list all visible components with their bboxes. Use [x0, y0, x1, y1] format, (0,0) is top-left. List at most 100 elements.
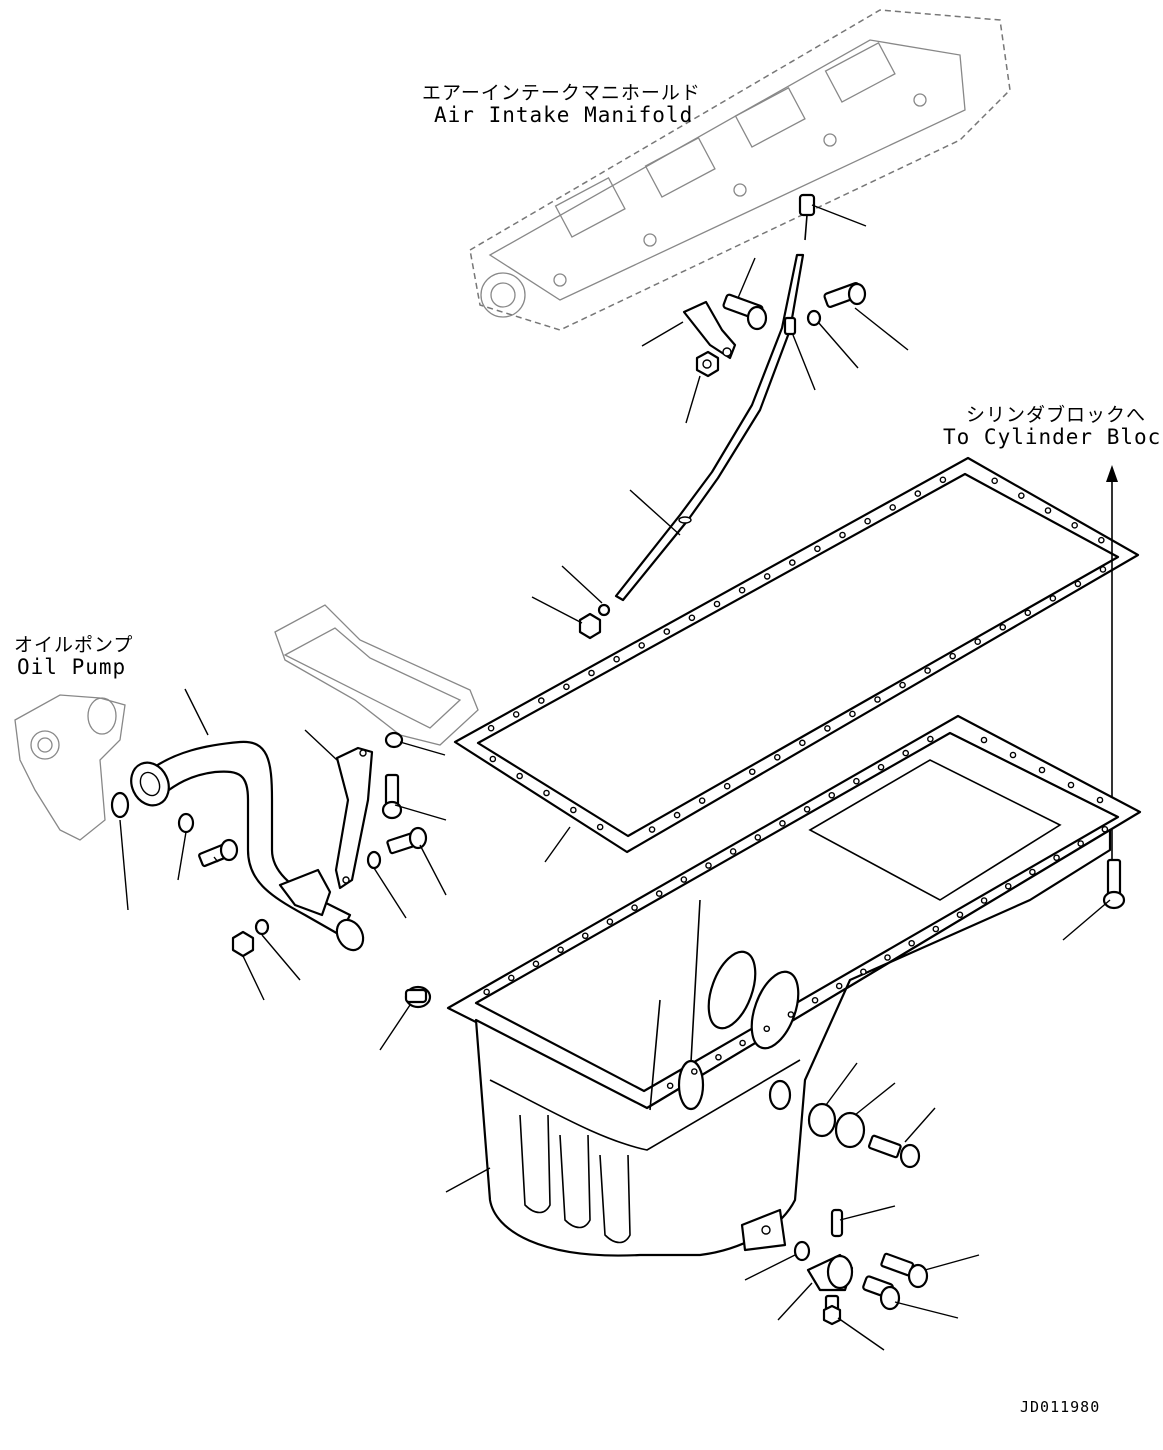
- bolt-hole: [956, 911, 964, 919]
- bolt-hole: [1053, 854, 1060, 862]
- bolt-hole: [673, 811, 681, 819]
- bolt-hole: [799, 739, 806, 747]
- stay-nut: [231, 918, 270, 958]
- bolt-hole: [949, 652, 956, 660]
- drain-bolt-upper: [880, 1252, 929, 1289]
- oil-pan: [446, 714, 1142, 1257]
- bolt-hole: [581, 932, 589, 940]
- drain-pin: [830, 1208, 844, 1238]
- bolt-hole: [516, 772, 523, 780]
- bracket-nut: [695, 350, 720, 378]
- bolt-hole: [814, 545, 821, 553]
- bolt-hole: [803, 806, 811, 813]
- bolt-hole: [638, 642, 646, 649]
- bolt-hole: [787, 1011, 795, 1018]
- bolt-hole: [991, 477, 998, 485]
- tube-clip: [783, 316, 797, 336]
- bolt-hole: [713, 600, 721, 608]
- bolt-hole: [877, 763, 885, 771]
- drawing-code: JD011980: [1020, 1398, 1101, 1416]
- bolt-hole: [853, 777, 860, 785]
- bolt-hole: [899, 681, 906, 689]
- support-bracket-ghost: [274, 604, 479, 746]
- bolt-hole: [839, 531, 846, 539]
- bolt-hole: [613, 655, 620, 663]
- bolt-hole: [980, 736, 988, 744]
- bolt-hole: [557, 946, 564, 954]
- stay: [334, 746, 374, 890]
- bolt-hole: [705, 862, 712, 869]
- cylinder-block-label-en: To Cylinder Block: [943, 425, 1163, 449]
- bolt-hole: [974, 638, 982, 646]
- bolt-hole: [543, 789, 550, 797]
- bolt-hole: [849, 710, 856, 718]
- oil-pump: [14, 694, 126, 841]
- bolt-hole: [1018, 492, 1025, 499]
- bolt-hole: [698, 797, 706, 804]
- bolt-hole: [588, 669, 595, 677]
- bolt-hole: [774, 754, 781, 761]
- bolt-hole: [779, 820, 786, 827]
- bolt-hole: [902, 749, 910, 757]
- bolt-hole: [1098, 536, 1105, 544]
- bolt-hole: [824, 725, 831, 732]
- suction-pipe-washer: [177, 812, 195, 834]
- drain-o-ring: [793, 1240, 811, 1262]
- bolt-hole: [688, 614, 696, 622]
- bolt-hole: [939, 476, 947, 484]
- bolt-hole: [763, 573, 771, 580]
- bolt-hole: [723, 782, 731, 790]
- bolt-hole: [1024, 609, 1032, 617]
- bolt-hole: [532, 960, 540, 968]
- bolt-hole: [763, 1025, 771, 1033]
- stay-washer-lower: [366, 850, 382, 870]
- bolt-hole: [889, 504, 897, 511]
- oil-pump-label-en: Oil Pump: [17, 655, 127, 679]
- bolt-hole: [874, 696, 881, 703]
- bolt-hole: [489, 755, 497, 763]
- bolt-hole: [570, 806, 577, 814]
- bolt-hole: [1096, 796, 1104, 804]
- stay-bolt-vertical: [381, 773, 403, 820]
- leader-lines: [119, 204, 1111, 1351]
- bolt-hole: [680, 876, 688, 883]
- suction-pipe-o-ring: [110, 791, 130, 819]
- oil-level-gauge: [798, 193, 816, 241]
- oil-pump-label-jp: オイルポンプ: [14, 634, 134, 656]
- bolt-hole: [596, 823, 604, 831]
- bolt-hole: [1009, 751, 1017, 759]
- bolt-hole: [507, 974, 515, 982]
- bolt-hole: [932, 925, 940, 933]
- air-intake-manifold-label-jp: エアーインテークマニホールド: [422, 82, 701, 104]
- bolt-hole: [835, 982, 843, 990]
- air-intake-manifold-label-en: Air Intake Manifold: [434, 103, 694, 127]
- bolt-hole: [487, 724, 495, 732]
- bolt-hole: [691, 1068, 698, 1075]
- bolt-hole: [606, 918, 614, 926]
- bolt-hole: [739, 1039, 746, 1047]
- bolt-hole: [666, 1082, 674, 1090]
- bolt-hole: [1049, 595, 1057, 602]
- bolt-hole: [924, 667, 931, 674]
- cover: [834, 1111, 866, 1149]
- bolt-hole: [631, 904, 638, 911]
- bolt-hole: [754, 834, 762, 841]
- bolt-hole: [1067, 781, 1075, 789]
- bolt-hole: [1044, 507, 1052, 514]
- bolt-hole: [980, 897, 988, 904]
- suction-pipe-bolt: [198, 838, 239, 868]
- bolt-hole: [1077, 840, 1084, 847]
- bolt-hole: [655, 890, 663, 897]
- bolt-hole: [1101, 825, 1109, 833]
- bolt-hole: [1071, 522, 1078, 529]
- air-intake-manifold: [469, 9, 1011, 331]
- bolt-hole: [729, 848, 737, 855]
- drain-valve: [822, 1294, 842, 1326]
- bolt-hole: [927, 735, 934, 743]
- bolt-hole: [748, 768, 756, 776]
- bolt-hole: [811, 996, 819, 1004]
- bolt-hole: [884, 954, 891, 961]
- bolt-hole: [828, 791, 836, 799]
